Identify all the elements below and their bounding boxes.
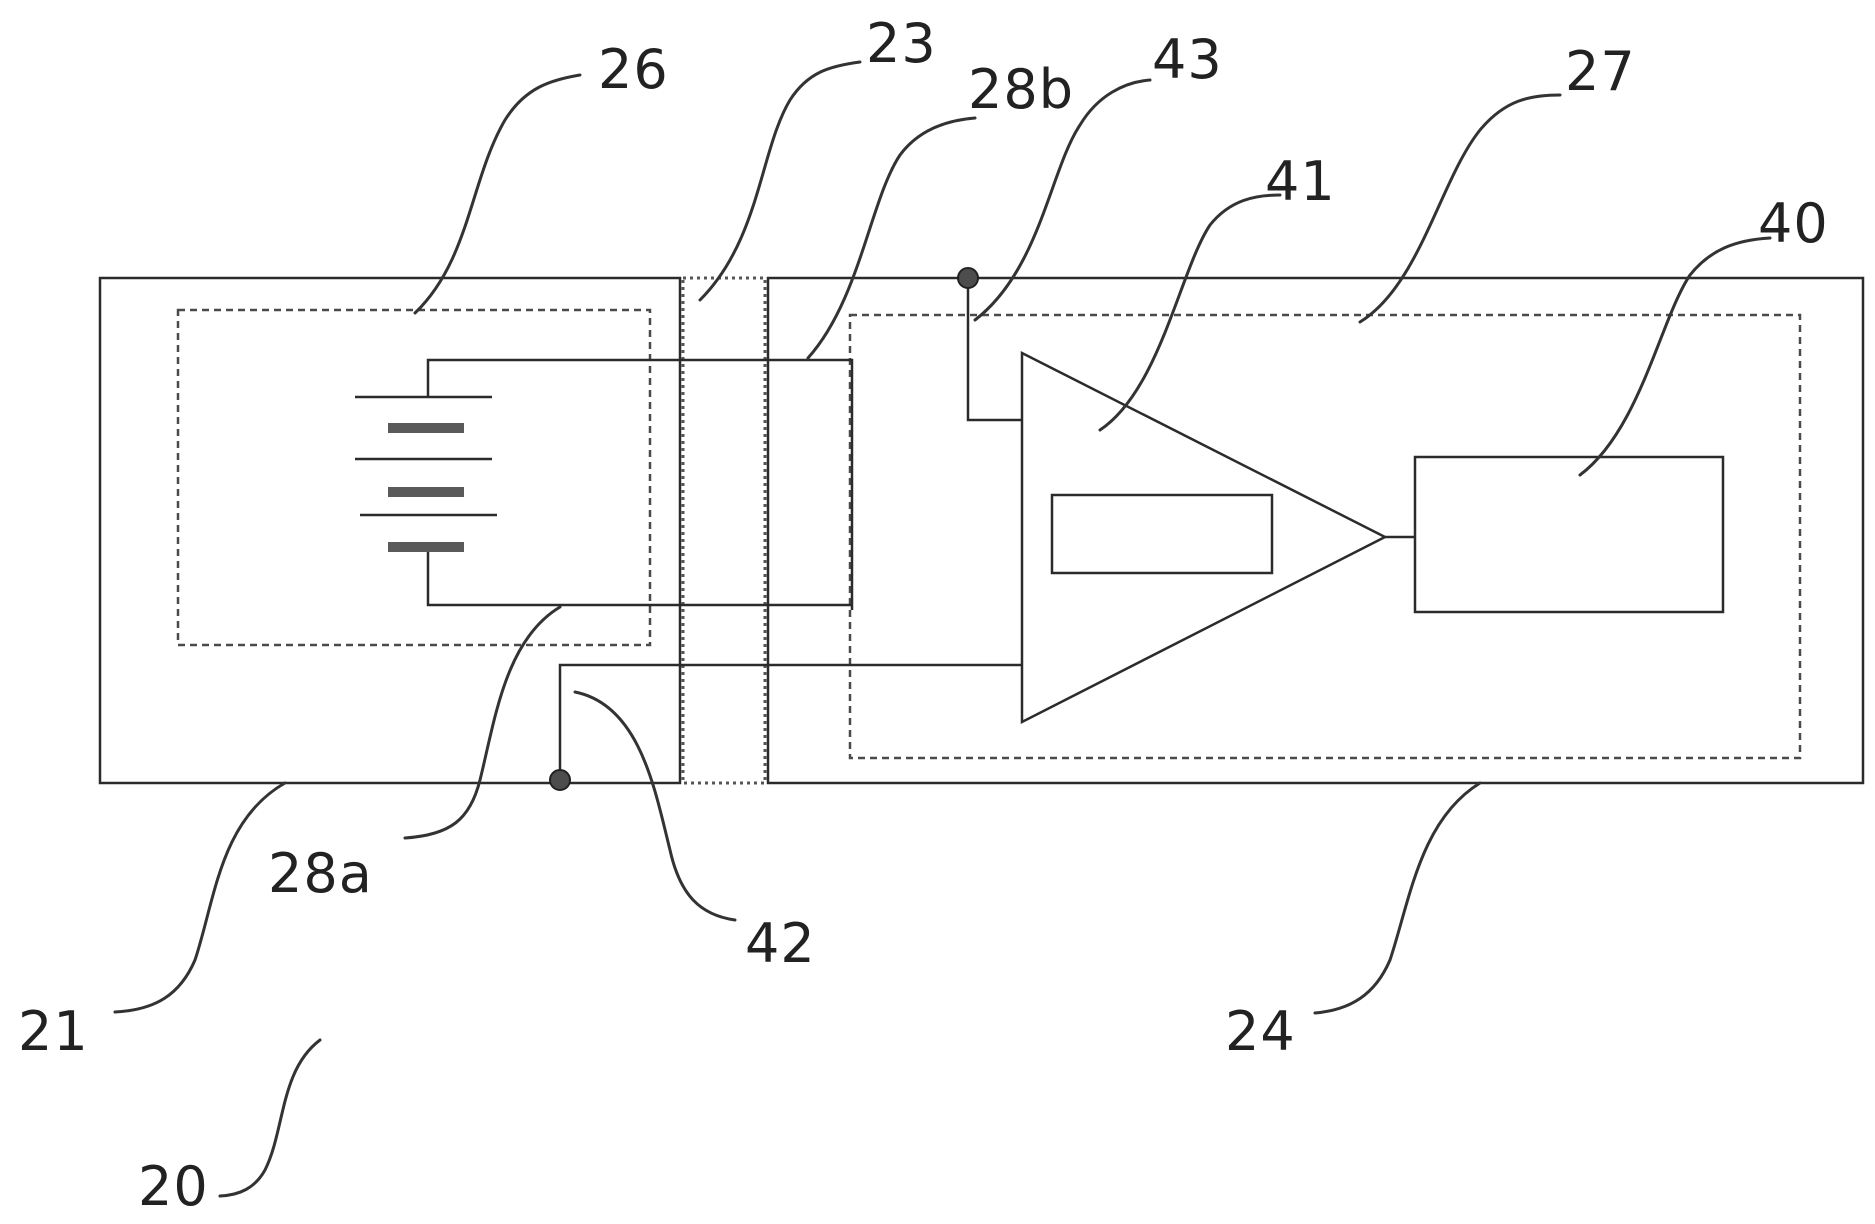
contact-42-wire — [560, 665, 1022, 783]
label-41: 41 — [1265, 150, 1336, 213]
amplifier-triangle — [1022, 353, 1385, 722]
label-20: 20 — [138, 1155, 209, 1218]
electronics-module-box — [850, 315, 1800, 758]
label-24: 24 — [1225, 1000, 1296, 1063]
label-23: 23 — [866, 12, 937, 75]
label-28a: 28a — [268, 842, 373, 905]
label-43: 43 — [1152, 28, 1223, 91]
label-40: 40 — [1758, 192, 1829, 255]
contact-42-node — [550, 770, 570, 790]
interface-boundary — [683, 278, 765, 783]
housing-right — [768, 278, 1863, 783]
conductor-28a — [428, 552, 852, 605]
amplifier-inner-element — [1052, 495, 1272, 573]
load-box — [1415, 457, 1723, 612]
label-42: 42 — [745, 912, 816, 975]
label-21: 21 — [18, 1000, 89, 1063]
label-26: 26 — [598, 38, 669, 101]
housing-left — [100, 278, 680, 783]
battery-symbol — [355, 397, 497, 552]
contact-43-node — [958, 268, 978, 288]
leader-lines — [115, 62, 1770, 1196]
label-28b: 28b — [968, 58, 1074, 121]
label-27: 27 — [1565, 40, 1636, 103]
